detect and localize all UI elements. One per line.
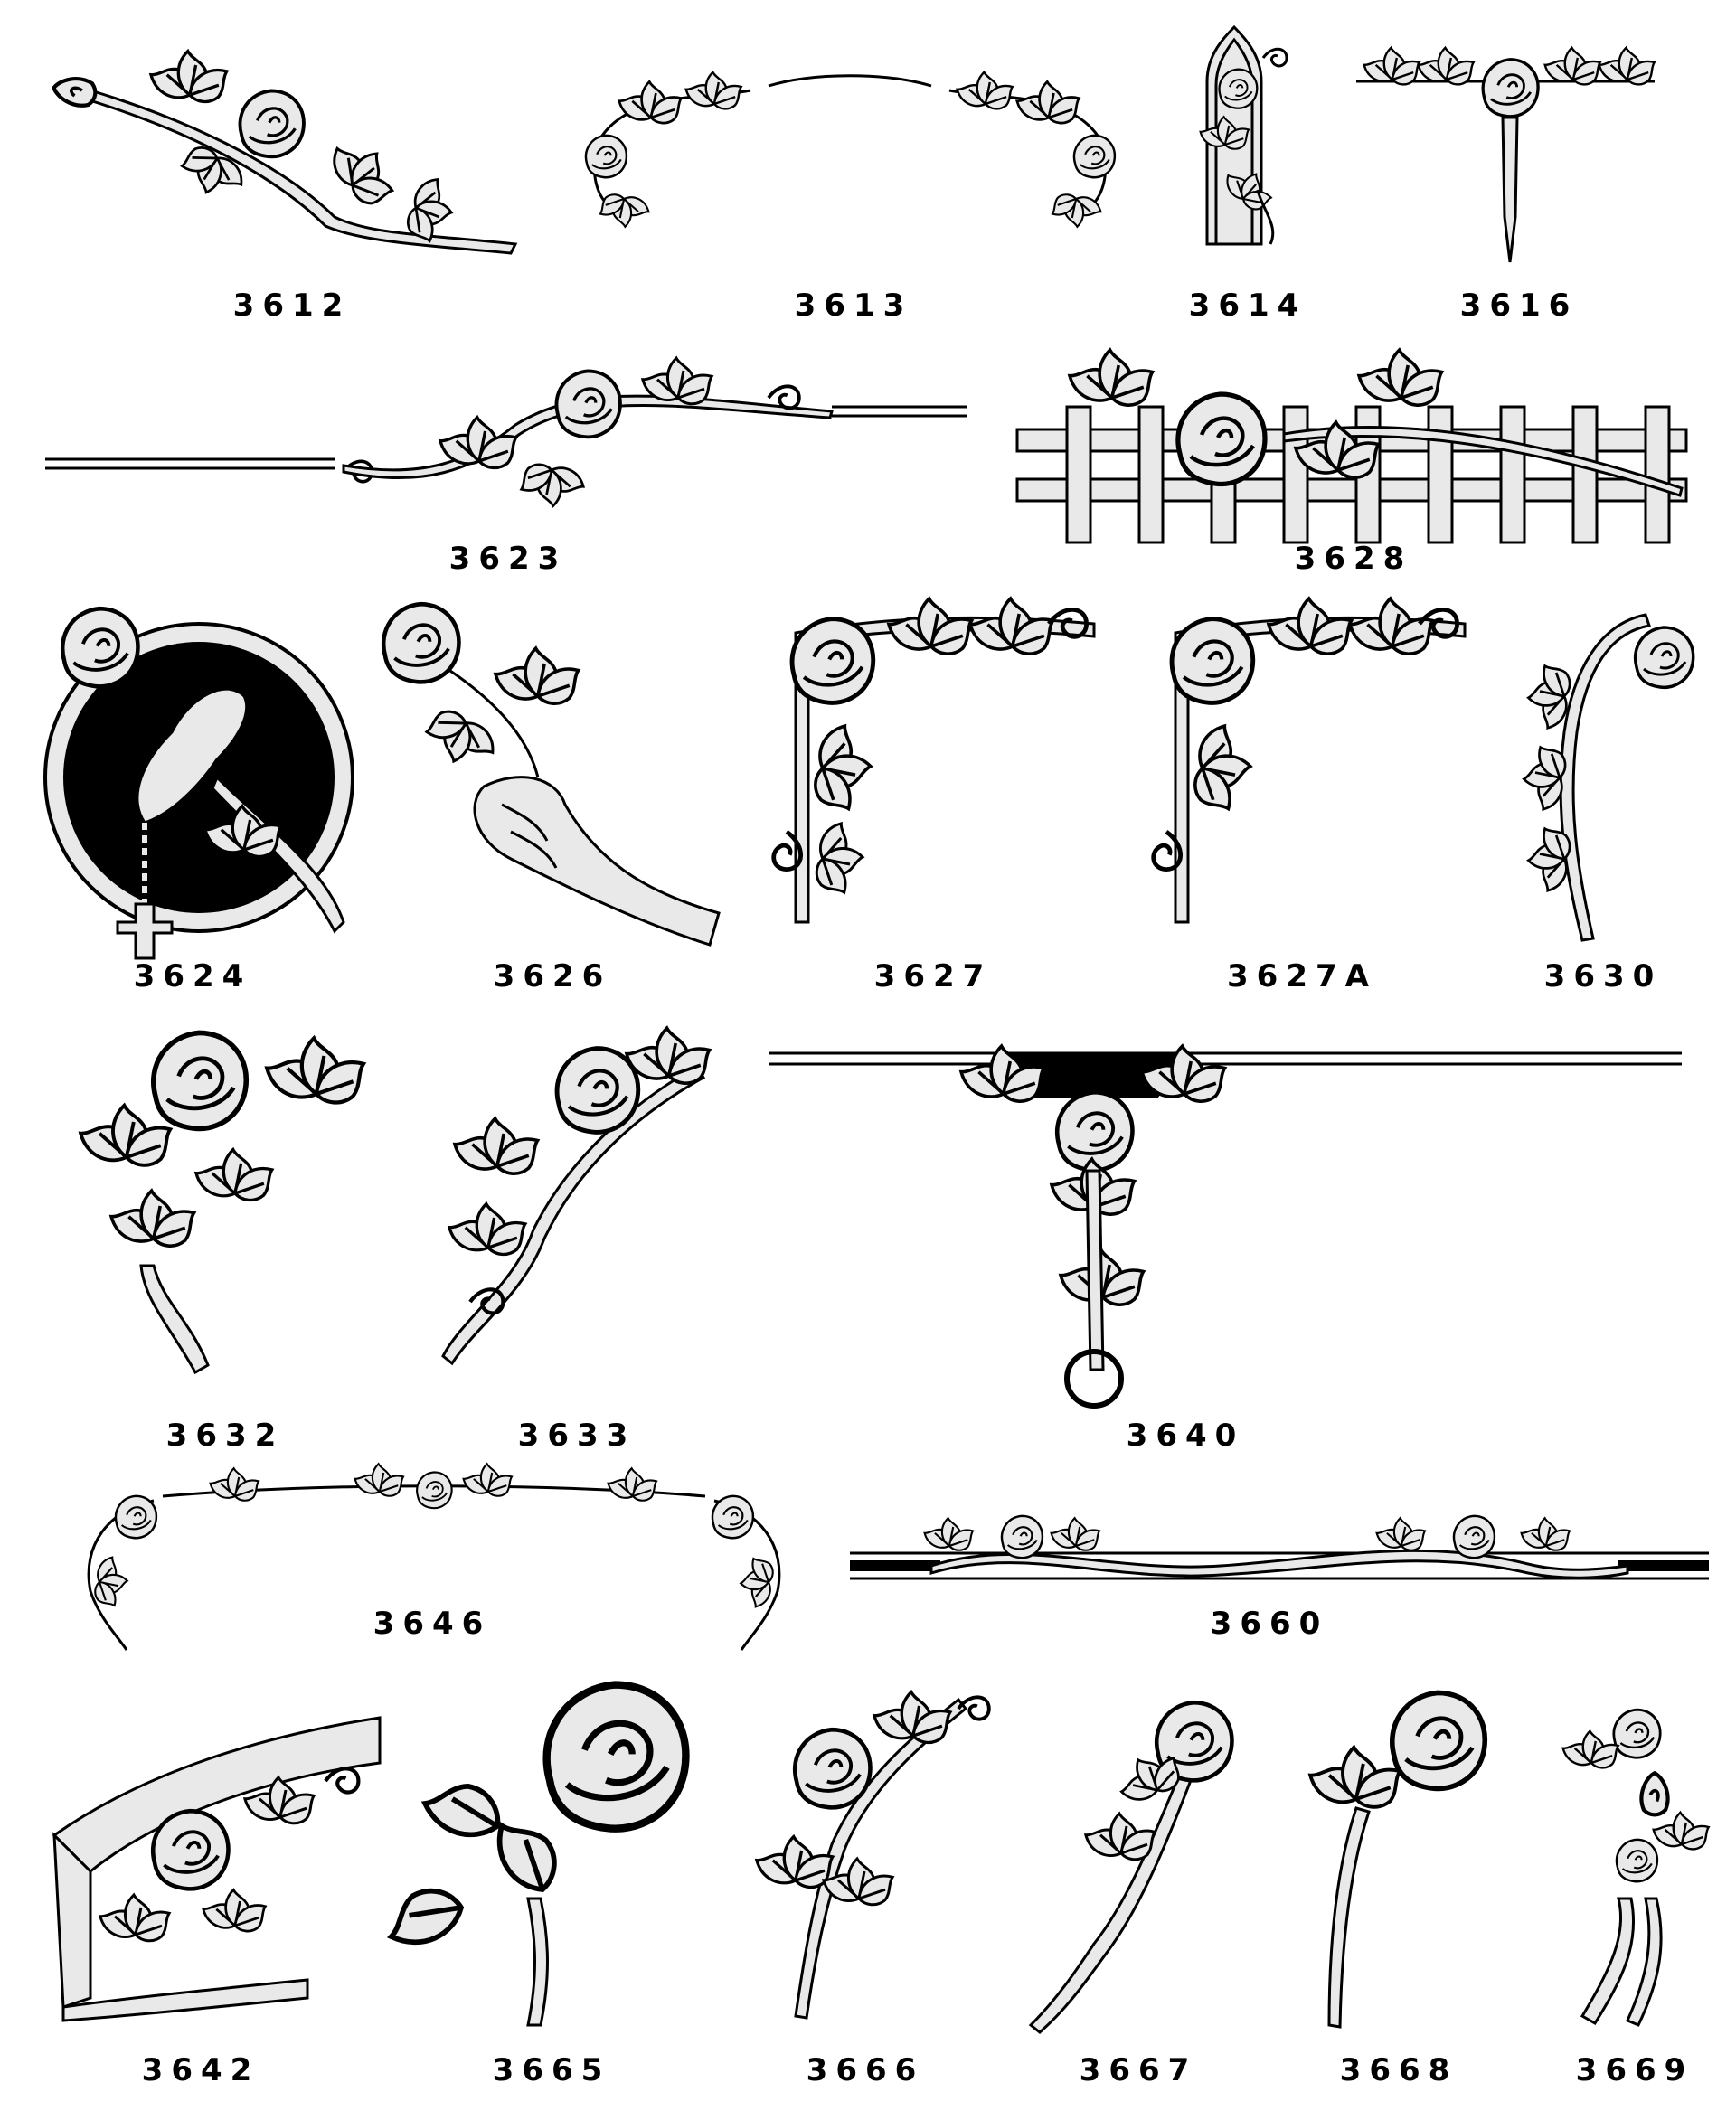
- design-label-3628: 3628: [1294, 541, 1413, 577]
- design-art-3633: [441, 1013, 732, 1366]
- design-art-3612: [54, 54, 518, 255]
- design-label-3623: 3623: [448, 541, 568, 577]
- design-art-3614: [1198, 24, 1288, 246]
- design-art-3646: [87, 1456, 781, 1651]
- design-label-3640: 3640: [1126, 1418, 1245, 1454]
- design-art-3667: [1028, 1691, 1257, 2034]
- design-label-3627A: 3627A: [1227, 958, 1377, 994]
- design-art-3623: [45, 353, 967, 533]
- design-art-3624: [43, 597, 354, 960]
- design-label-3612: 3612: [232, 287, 352, 324]
- design-label-3665: 3665: [492, 2052, 611, 2088]
- design-art-3660: [850, 1514, 1709, 1580]
- design-art-3632: [54, 1013, 398, 1375]
- design-label-3616: 3616: [1459, 287, 1579, 324]
- design-label-3626: 3626: [493, 958, 612, 994]
- design-art-3627: [760, 597, 1096, 924]
- design-label-3624: 3624: [133, 958, 252, 994]
- design-art-3616: [1356, 36, 1673, 263]
- design-label-3614: 3614: [1188, 287, 1307, 324]
- design-label-3630: 3630: [1543, 958, 1663, 994]
- design-art-3669: [1555, 1708, 1718, 2027]
- design-art-3665: [407, 1682, 714, 2027]
- design-art-3627A: [1139, 597, 1467, 924]
- design-label-3668: 3668: [1339, 2052, 1458, 2088]
- design-label-3627: 3627: [873, 958, 993, 994]
- design-art-3626: [366, 597, 721, 947]
- design-label-3642: 3642: [141, 2052, 260, 2088]
- design-label-3660: 3660: [1210, 1606, 1329, 1642]
- design-label-3613: 3613: [794, 287, 913, 324]
- design-art-3628: [1015, 344, 1688, 544]
- design-art-3668: [1284, 1682, 1519, 2029]
- design-art-3640: [769, 1044, 1682, 1409]
- design-label-3646: 3646: [373, 1606, 492, 1642]
- design-art-3642: [52, 1716, 382, 2022]
- design-art-3630: [1510, 613, 1695, 942]
- design-label-3632: 3632: [165, 1418, 285, 1454]
- design-art-3613: [584, 54, 1117, 235]
- design-label-3667: 3667: [1079, 2052, 1198, 2088]
- design-label-3666: 3666: [806, 2052, 925, 2088]
- design-label-3633: 3633: [517, 1418, 637, 1454]
- design-art-3666: [732, 1682, 991, 2020]
- design-label-3669: 3669: [1575, 2052, 1694, 2088]
